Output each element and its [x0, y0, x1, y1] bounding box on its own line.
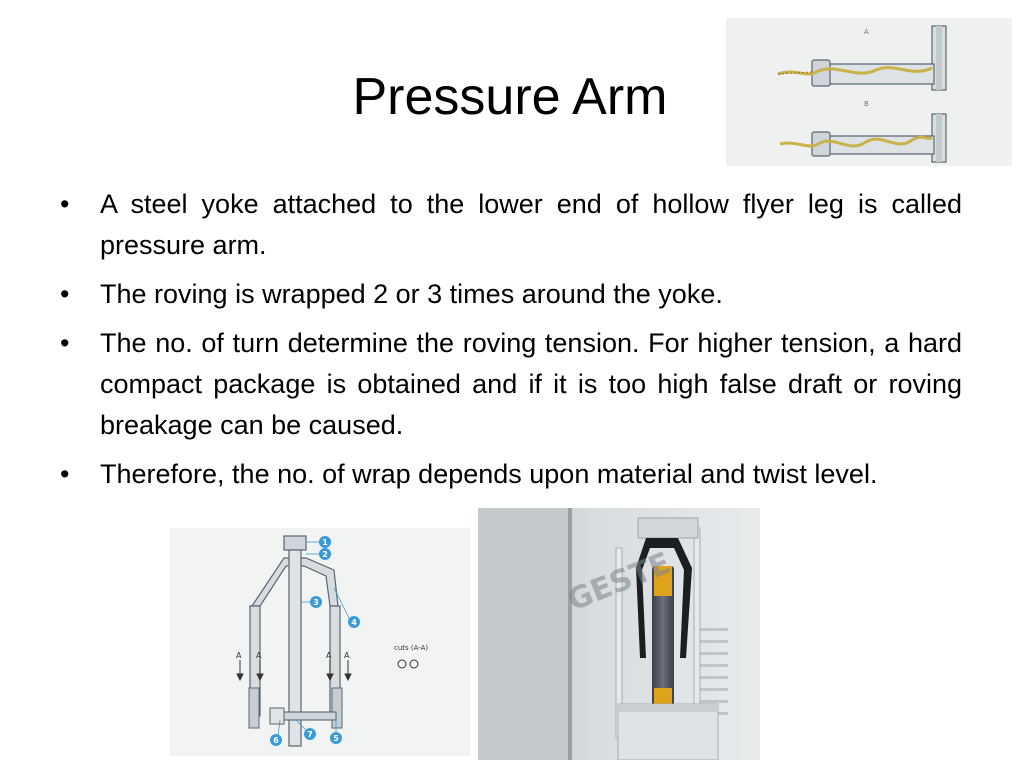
bullet-item: A steel yoke attached to the lower end o… — [60, 184, 962, 266]
pressure-arm-diagram: A A A A cuts (A-A) 1 2 3 4 5 — [170, 528, 470, 756]
callout-number: 6 — [273, 736, 279, 745]
callout-number: 5 — [333, 734, 339, 743]
callout-number: 3 — [313, 598, 319, 607]
diagram-label-b: B — [864, 100, 869, 108]
callout-number: 2 — [322, 550, 328, 559]
diagram-label-a: A — [864, 28, 869, 36]
section-mark: A — [236, 651, 242, 660]
bullet-list: A steel yoke attached to the lower end o… — [60, 184, 962, 503]
section-mark: A — [256, 651, 262, 660]
cut-label: cuts (A-A) — [394, 644, 428, 652]
bullet-item: The roving is wrapped 2 or 3 times aroun… — [60, 274, 962, 315]
section-mark: A — [344, 651, 350, 660]
bullet-item: Therefore, the no. of wrap depends upon … — [60, 454, 962, 495]
slide-title: Pressure Arm — [352, 68, 668, 126]
section-mark: A — [326, 651, 332, 660]
callout-number: 4 — [351, 618, 357, 627]
pressure-arm-photo: GESTE — [478, 508, 760, 760]
callout-number: 1 — [322, 538, 328, 547]
callout-number: 7 — [307, 730, 313, 739]
roving-wrap-diagram: A B — [726, 18, 1012, 166]
bullet-item: The no. of turn determine the roving ten… — [60, 323, 962, 446]
